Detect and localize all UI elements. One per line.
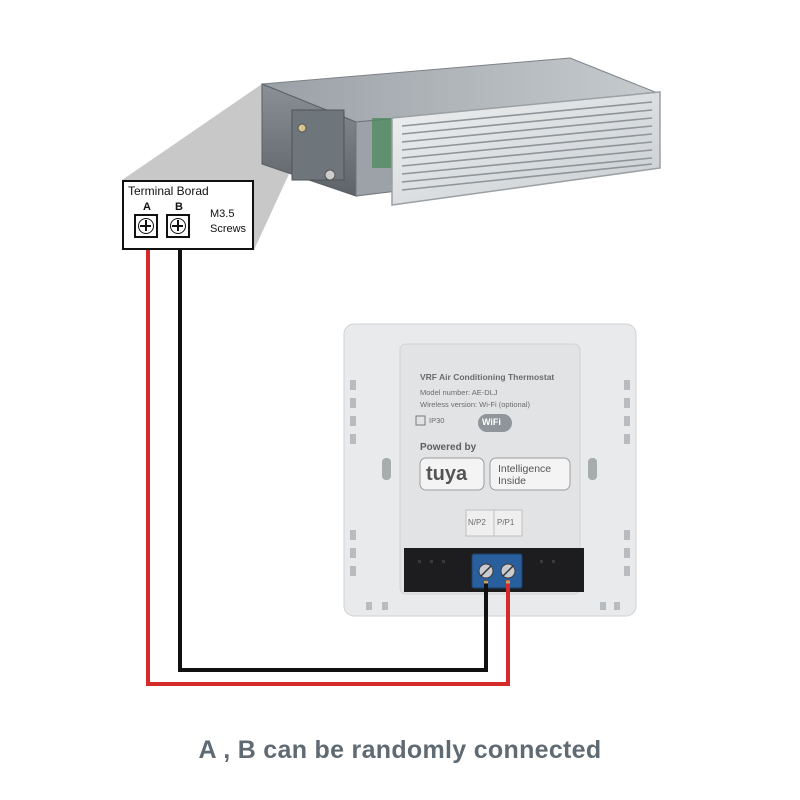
screw-size: M3.5 — [210, 208, 235, 220]
powered-by: Powered by — [420, 442, 477, 453]
terminal-board: Terminal Borad A B M3.5 Screws — [122, 180, 254, 250]
terminal-board-title: Terminal Borad — [128, 184, 209, 198]
ip-rating: IP30 — [429, 416, 445, 425]
wifi-badge: WiFi — [482, 417, 501, 427]
terminal-label-pp1: P/P1 — [497, 518, 515, 527]
screw-spec: M3.5 Screws — [210, 207, 246, 237]
callout-zoom-shadow — [122, 84, 300, 250]
ducted-ac-unit — [261, 57, 661, 206]
tuya-logo: tuya — [426, 463, 468, 485]
grille-slats — [401, 101, 653, 191]
terminal-label-np2: N/P2 — [468, 518, 486, 527]
terminal-block — [471, 553, 523, 589]
terminal-label-b: B — [175, 201, 183, 213]
screw-word: Screws — [210, 223, 247, 235]
thermostat-back-plate — [343, 323, 637, 617]
intelligence-line1: Intelligence — [498, 463, 552, 475]
thermostat-wireless: Wireless version: Wi-Fi (optional) — [420, 400, 531, 409]
screw-b-icon — [166, 214, 190, 238]
thermostat-product-name: VRF Air Conditioning Thermostat — [420, 372, 555, 382]
screw-a-icon — [134, 214, 158, 238]
thermostat-model: Model number: AE-DLJ — [420, 388, 498, 397]
wire-black — [178, 244, 488, 672]
caption: A , B can be randomly connected — [198, 736, 602, 764]
wire-red — [146, 244, 510, 686]
terminal-label-a: A — [143, 201, 151, 213]
intelligence-line2: Inside — [498, 475, 527, 487]
